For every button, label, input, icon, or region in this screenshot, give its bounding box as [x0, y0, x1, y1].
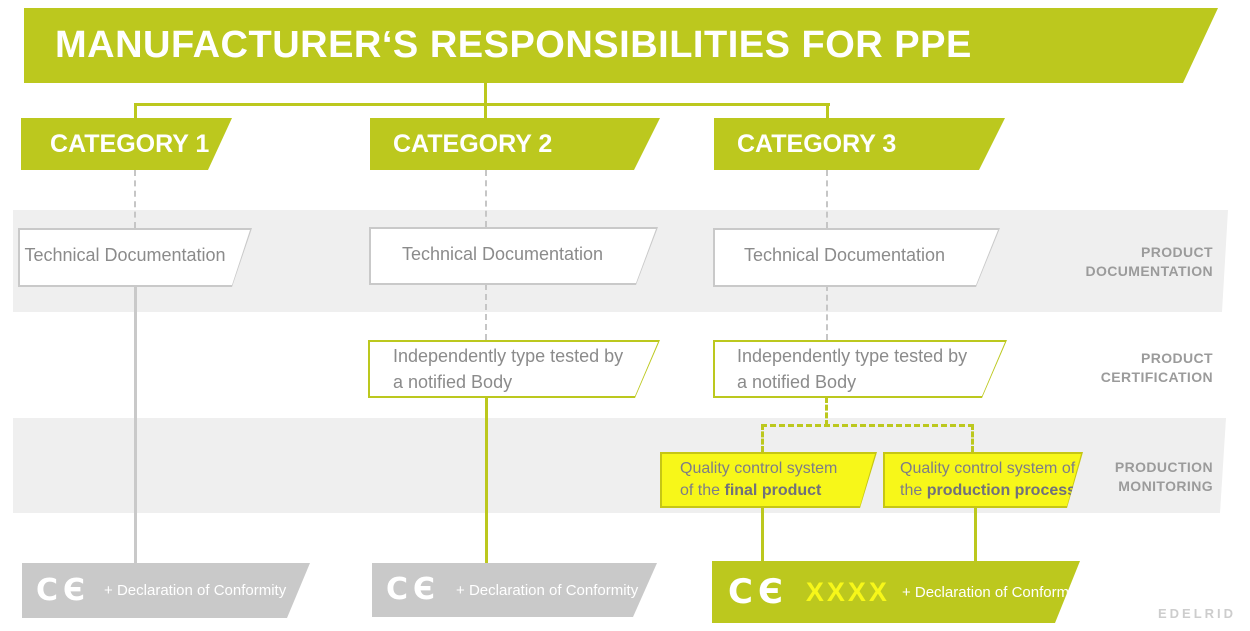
dashed-line-cat3-b: [826, 285, 828, 340]
ce-mark-icon: CЄ: [386, 572, 441, 607]
quality-box-text: Quality control system of the final prod…: [680, 458, 837, 502]
connector-branch: [134, 103, 830, 106]
conformity-box-cat1: CЄ + Declaration of Conformity: [22, 563, 310, 618]
page-title: MANUFACTURER‘S RESPONSIBILITIES FOR PPE: [55, 24, 972, 66]
dashed-lime-drop-left: [761, 424, 764, 452]
conformity-box-cat2: CЄ + Declaration of Conformity: [372, 563, 657, 617]
category-3-header: CATEGORY 3: [714, 118, 1005, 170]
type-test-line1: Independently type tested by: [393, 346, 624, 366]
row-label-line: PRODUCT: [1140, 350, 1213, 366]
category-2-header: CATEGORY 2: [370, 118, 660, 170]
type-test-box-cat3: Independently type tested by a notified …: [713, 340, 1007, 398]
ce-mark-icon: CЄ: [728, 572, 788, 612]
connector-title-stem: [484, 83, 487, 106]
row-label-line: MONITORING: [1118, 478, 1213, 494]
category-3-label: CATEGORY 3: [737, 130, 897, 158]
technical-documentation-box-2: Technical Documentation: [369, 227, 658, 285]
quality-line2: the production process: [900, 480, 1076, 502]
quality-box-production-process: Quality control system of the production…: [883, 452, 1083, 508]
category-1-label: CATEGORY 1: [50, 130, 210, 158]
conformity-box-cat3: CЄ XXXX + Declaration of Conformity: [712, 561, 1080, 623]
quality-line2-pre: the: [900, 482, 927, 499]
connector-drop-cat3: [826, 103, 829, 118]
dashed-line-cat3-a: [826, 170, 828, 228]
quality-line1: Quality control system of: [900, 460, 1076, 477]
quality-box-text: Quality control system of the production…: [900, 458, 1076, 502]
dashed-line-cat1: [134, 170, 136, 228]
row-label-product-certification: PRODUCT CERTIFICATION: [1101, 349, 1213, 387]
quality-line2-bold: final product: [724, 482, 822, 499]
category-2-label: CATEGORY 2: [393, 130, 553, 158]
technical-documentation-text: Technical Documentation: [401, 244, 604, 264]
dashed-line-cat2-b: [485, 284, 487, 340]
dashed-lime-cat3-stem: [825, 397, 828, 426]
type-test-line2: a notified Body: [737, 372, 857, 392]
row-label-line: DOCUMENTATION: [1085, 263, 1213, 279]
type-test-text: Independently type tested by a notified …: [393, 343, 623, 395]
technical-documentation-text: Technical Documentation: [743, 245, 946, 265]
declaration-text: + Declaration of Conformity: [901, 583, 1085, 601]
category-1-header: CATEGORY 1: [21, 118, 232, 170]
quality-line2: of the final product: [680, 480, 837, 502]
ce-mark-icon: CЄ: [36, 572, 91, 608]
solid-line-final-product: [761, 508, 764, 563]
solid-line-cat1: [134, 287, 137, 563]
declaration-text: + Declaration of Conformity: [104, 582, 287, 599]
row-label-line: PRODUCT: [1140, 244, 1213, 260]
connector-drop-cat1: [134, 103, 137, 118]
solid-line-cat2: [485, 398, 488, 563]
connector-drop-cat2: [484, 103, 487, 118]
solid-line-production-process: [974, 508, 977, 563]
quality-line2-bold: production process: [926, 482, 1077, 499]
quality-line2-pre: of the: [680, 482, 725, 499]
quality-line1: Quality control system: [680, 460, 838, 477]
declaration-text: + Declaration of Conformity: [456, 581, 639, 599]
quality-box-final-product: Quality control system of the final prod…: [660, 452, 877, 508]
type-test-text: Independently type tested by a notified …: [737, 343, 967, 395]
technical-documentation-text: Technical Documentation: [24, 245, 226, 265]
row-label-line: PRODUCTION: [1114, 459, 1213, 475]
row-label-product-documentation: PRODUCT DOCUMENTATION: [1085, 243, 1213, 281]
dashed-line-cat2-a: [485, 170, 487, 227]
dashed-lime-branch: [761, 424, 974, 427]
row-label-line: CERTIFICATION: [1100, 369, 1213, 385]
type-test-box-cat2: Independently type tested by a notified …: [368, 340, 660, 398]
dashed-lime-drop-right: [971, 424, 974, 452]
title-banner: MANUFACTURER‘S RESPONSIBILITIES FOR PPE: [24, 8, 1218, 83]
ce-xxxx-code: XXXX: [805, 576, 890, 607]
technical-documentation-box-1: Technical Documentation: [18, 228, 252, 287]
type-test-line2: a notified Body: [393, 372, 513, 392]
type-test-line1: Independently type tested by: [737, 346, 968, 366]
edelrid-logo: EDELRID: [1158, 606, 1237, 621]
row-label-production-monitoring: PRODUCTION MONITORING: [1115, 458, 1213, 496]
technical-documentation-box-3: Technical Documentation: [713, 228, 1000, 287]
